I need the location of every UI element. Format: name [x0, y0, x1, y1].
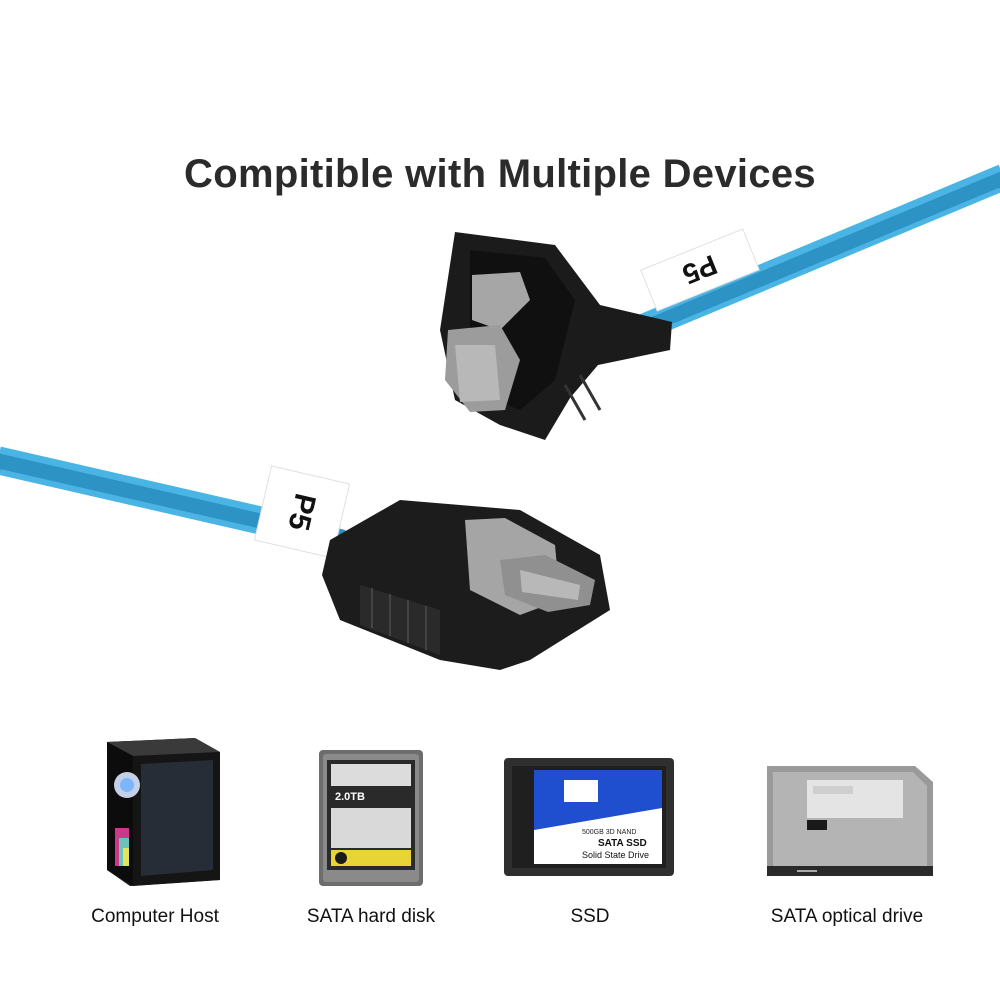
headline: Compitible with Multiple Devices [184, 152, 816, 196]
device-label: SATA hard disk [306, 906, 436, 927]
lower-cable-tag: P5 [253, 465, 351, 559]
device-ssd: 500GB 3D NAND SATA SSD Solid State Drive… [490, 730, 690, 990]
pc-case-icon [107, 738, 220, 886]
lower-tag-text: P5 [281, 490, 321, 533]
device-label: SSD [570, 906, 610, 927]
upper-connector [440, 232, 672, 440]
optical-drive-icon [767, 766, 933, 876]
ssd-line-3: Solid State Drive [582, 850, 649, 860]
ssd-line-1: 500GB 3D NAND [582, 829, 636, 836]
hard-disk-icon: 2.0TB [319, 750, 423, 886]
lower-connector [322, 500, 610, 670]
device-label: SATA optical drive [770, 906, 924, 927]
ssd-icon: 500GB 3D NAND SATA SSD Solid State Drive [504, 758, 674, 876]
device-sata-hard-disk: 2.0TB SATA hard disk [271, 730, 471, 990]
device-row: Computer Host 2.0TB SATA hard disk 500GB… [0, 730, 1000, 1000]
device-label: Computer Host [91, 906, 219, 927]
upper-cable-tag: P5 [640, 228, 760, 312]
device-computer-host: Computer Host [55, 730, 255, 990]
hdd-capacity: 2.0TB [335, 791, 365, 803]
sata-cable-illustration: P5 P5 [0, 164, 1000, 670]
ssd-line-2: SATA SSD [598, 838, 647, 849]
device-sata-optical-drive: SATA optical drive [747, 730, 947, 990]
